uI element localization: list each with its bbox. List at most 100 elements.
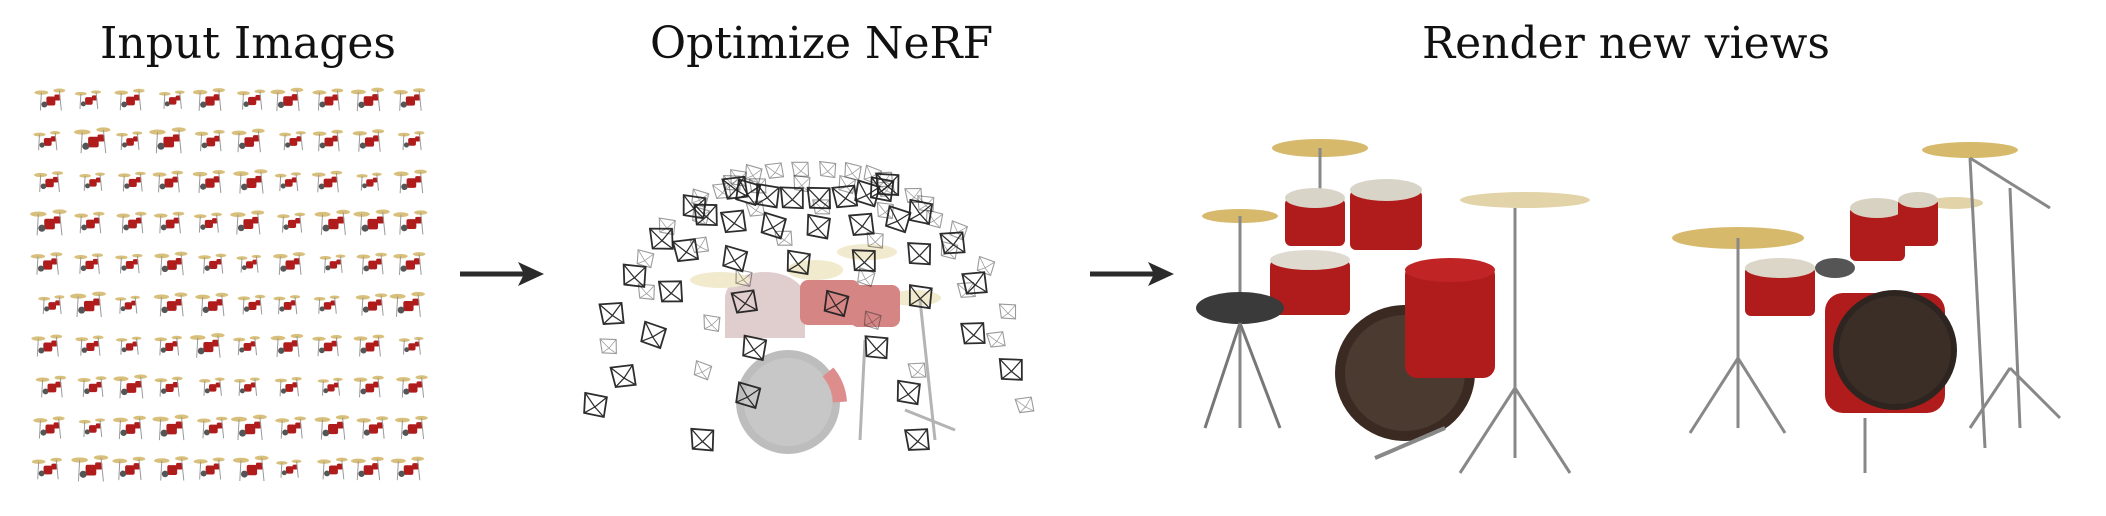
camera-frustum bbox=[722, 244, 749, 273]
camera-frustum bbox=[907, 362, 927, 379]
input-image-thumbnail bbox=[198, 377, 225, 396]
input-image-thumbnail bbox=[353, 375, 384, 398]
input-image-thumbnail bbox=[74, 211, 105, 234]
camera-frustum bbox=[998, 358, 1023, 381]
rack-tom bbox=[1850, 206, 1905, 261]
input-image-thumbnail bbox=[237, 89, 266, 110]
input-image-thumbnail bbox=[319, 254, 346, 273]
camera-frustums bbox=[583, 160, 1035, 452]
input-image-thumbnail bbox=[74, 253, 104, 274]
input-image-thumbnail bbox=[270, 333, 304, 358]
input-image-thumbnail bbox=[115, 336, 142, 355]
input-image-thumbnail bbox=[393, 210, 428, 235]
input-image-thumbnail bbox=[197, 416, 228, 439]
input-image-thumbnail bbox=[194, 129, 225, 152]
input-image-thumbnail bbox=[152, 414, 189, 441]
input-image-thumbnail bbox=[273, 295, 301, 315]
input-image-thumbnail bbox=[277, 212, 306, 233]
input-image-thumbnail bbox=[74, 90, 102, 110]
input-image-thumbnail bbox=[274, 377, 302, 397]
input-image-thumbnail bbox=[154, 456, 189, 481]
input-image-thumbnail bbox=[314, 209, 350, 235]
camera-frustum bbox=[896, 379, 921, 406]
camera-frustum bbox=[658, 217, 676, 236]
camera-frustum bbox=[823, 289, 850, 318]
input-image-thumbnail bbox=[234, 377, 260, 396]
input-image-thumbnail bbox=[317, 457, 348, 480]
input-image-thumbnail bbox=[79, 172, 106, 191]
input-image-thumbnail bbox=[34, 171, 64, 192]
camera-frustum bbox=[884, 204, 912, 234]
input-image-thumbnail bbox=[114, 88, 145, 111]
input-image-thumbnail bbox=[112, 415, 146, 440]
input-image-thumbnail bbox=[312, 129, 344, 152]
camera-frustum bbox=[598, 301, 625, 325]
camera-frustum bbox=[636, 249, 655, 269]
input-image-thumbnail bbox=[356, 252, 387, 275]
camera-frustum bbox=[985, 331, 1006, 348]
camera-frustum bbox=[786, 249, 811, 276]
camera-frustum bbox=[864, 335, 889, 360]
input-image-thumbnail bbox=[233, 336, 260, 356]
input-image-thumbnail bbox=[115, 253, 143, 274]
input-image-thumbnail bbox=[276, 459, 302, 478]
input-image-thumbnail bbox=[35, 375, 67, 398]
input-image-thumbnail bbox=[152, 170, 184, 193]
nerf-camera-dome bbox=[560, 110, 1060, 470]
input-image-thumbnail bbox=[195, 292, 229, 317]
crash-cymbal bbox=[1460, 192, 1590, 208]
input-image-thumbnail bbox=[30, 252, 63, 275]
input-image-thumbnail bbox=[198, 253, 227, 274]
camera-frustum bbox=[863, 310, 882, 331]
camera-frustum bbox=[671, 238, 700, 263]
camera-frustum bbox=[939, 231, 966, 255]
dark-tom bbox=[1815, 258, 1855, 278]
input-image-thumbnail bbox=[237, 294, 266, 315]
input-image-thumbnail bbox=[230, 210, 265, 235]
camera-frustum bbox=[735, 381, 762, 410]
input-image-thumbnail bbox=[193, 212, 223, 233]
input-image-thumbnail bbox=[112, 456, 146, 481]
tom bbox=[1285, 198, 1345, 246]
input-image-thumbnail bbox=[153, 292, 188, 317]
drum-kit-render-1 bbox=[1196, 139, 1590, 474]
input-image-thumbnail bbox=[396, 375, 428, 398]
input-image-thumbnail bbox=[149, 127, 186, 154]
camera-frustum bbox=[976, 255, 996, 277]
camera-frustum bbox=[622, 263, 647, 288]
input-image-thumbnail bbox=[231, 128, 265, 153]
camera-frustum bbox=[819, 160, 837, 179]
camera-frustum bbox=[848, 212, 875, 237]
input-image-thumbnail bbox=[398, 336, 424, 355]
input-image-thumbnail bbox=[393, 169, 427, 194]
input-image-thumbnail bbox=[389, 291, 425, 317]
camera-frustum bbox=[609, 364, 637, 388]
camera-frustum bbox=[925, 209, 944, 229]
input-image-thumbnail bbox=[38, 295, 65, 315]
input-image-thumbnail bbox=[393, 88, 426, 111]
rendered-view-front bbox=[1185, 128, 1615, 488]
input-image-thumbnail bbox=[193, 457, 225, 480]
input-image-thumbnail bbox=[113, 374, 148, 399]
camera-frustum bbox=[640, 320, 668, 350]
camera-frustum bbox=[730, 169, 748, 187]
input-image-thumbnail bbox=[154, 335, 183, 356]
camera-frustum bbox=[722, 175, 741, 191]
input-image-thumbnail bbox=[189, 333, 225, 358]
camera-frustum bbox=[703, 314, 721, 333]
input-image-thumbnail bbox=[232, 455, 269, 482]
input-image-thumbnail bbox=[74, 127, 111, 154]
input-image-thumbnail bbox=[312, 334, 343, 357]
input-images-grid bbox=[30, 80, 430, 490]
optimize-nerf-title: Optimize NeRF bbox=[650, 18, 994, 69]
camera-frustum bbox=[730, 289, 759, 314]
input-image-thumbnail bbox=[356, 172, 382, 191]
input-image-thumbnail bbox=[273, 252, 306, 275]
input-image-thumbnail bbox=[393, 252, 426, 275]
camera-frustum bbox=[779, 186, 804, 210]
input-image-thumbnail bbox=[33, 131, 61, 151]
camera-frustum bbox=[791, 161, 810, 177]
render-new-views-title: Render new views bbox=[1422, 18, 1830, 69]
camera-frustum bbox=[744, 163, 763, 184]
arrow-to-render bbox=[1088, 258, 1176, 290]
